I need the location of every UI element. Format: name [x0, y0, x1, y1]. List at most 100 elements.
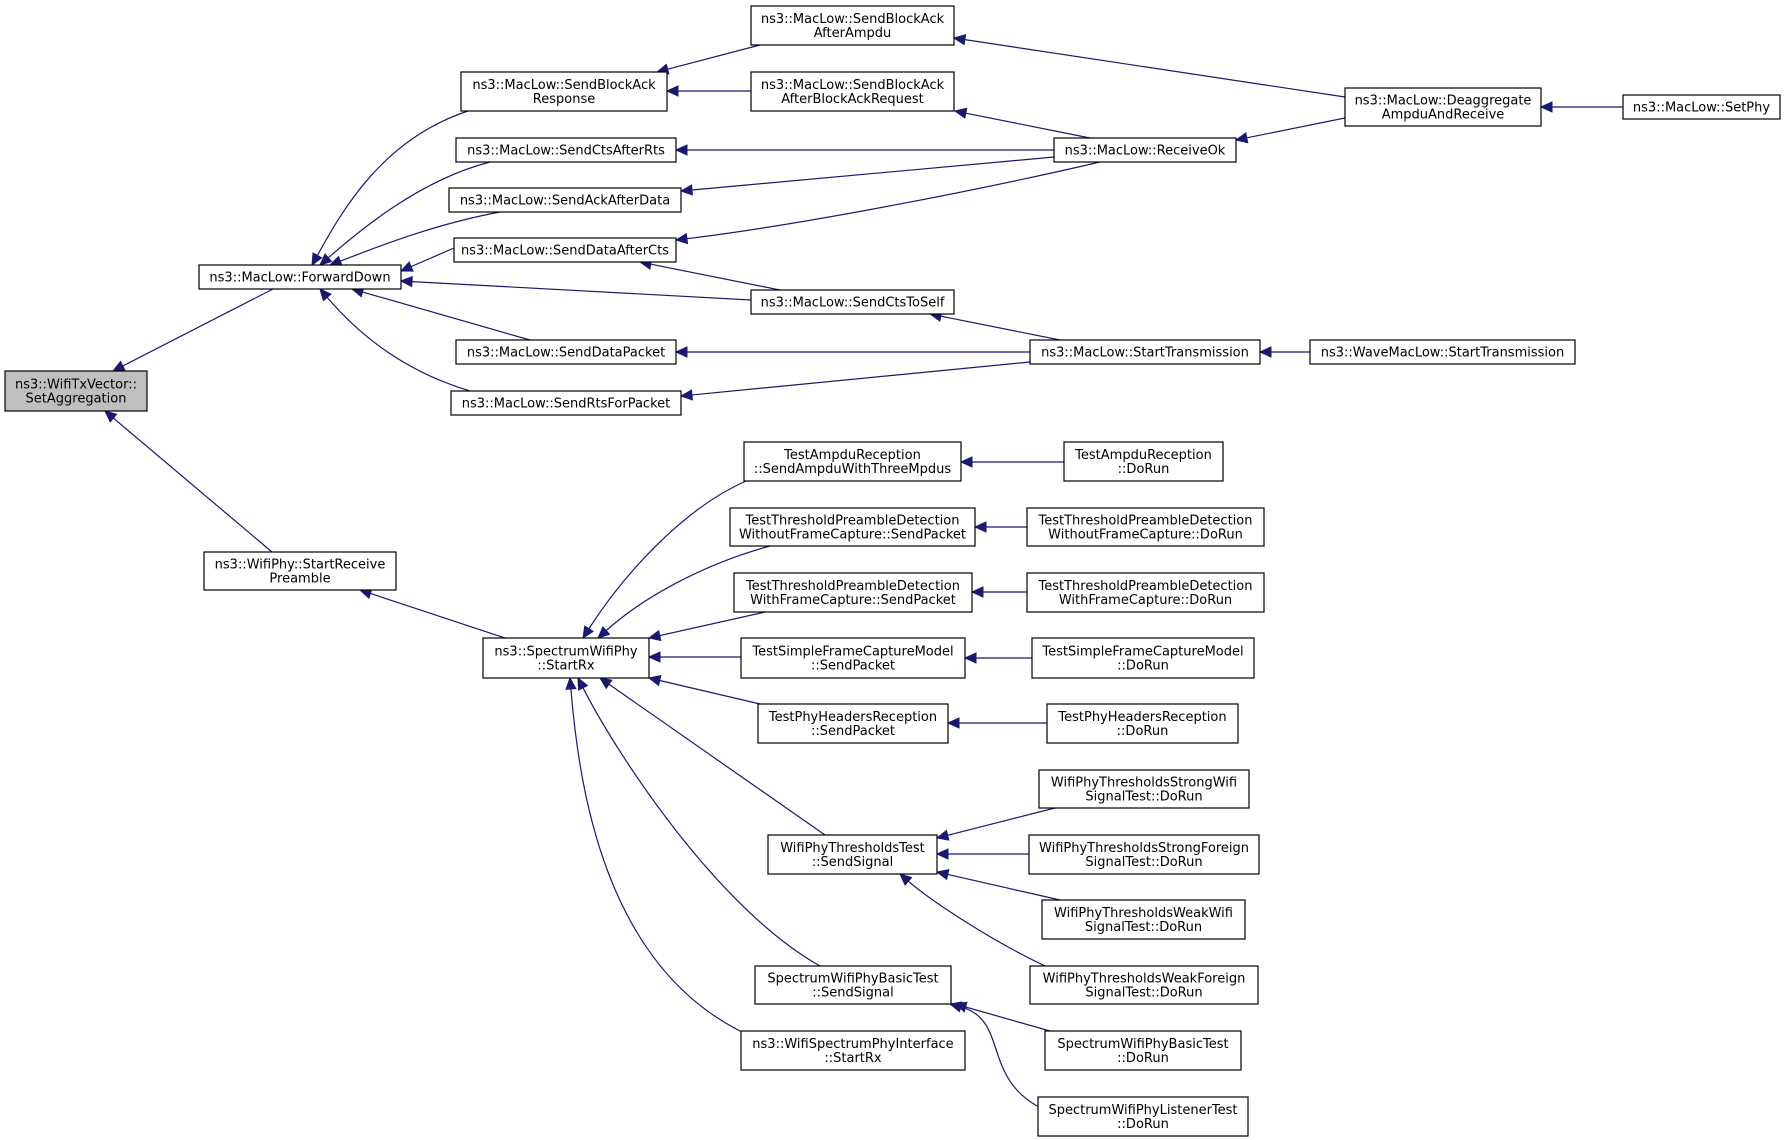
- node-label-line: ::DoRun: [1117, 1051, 1169, 1066]
- node-label-line: WithFrameCapture::DoRun: [1059, 593, 1232, 608]
- node-label-line: ::StartRx: [537, 659, 595, 674]
- node-strongWifi[interactable]: WifiPhyThresholdsStrongWifiSignalTest::D…: [1038, 769, 1250, 809]
- node-threshWithoutSend[interactable]: TestThresholdPreambleDetectionWithoutFra…: [729, 507, 976, 547]
- node-label-line: WithoutFrameCapture::DoRun: [1048, 528, 1243, 543]
- node-box: [1309, 339, 1576, 365]
- edge-strongForeign-to-threshTestSend: [935, 848, 1029, 860]
- node-weakForeign[interactable]: WifiPhyThresholdsWeakForeignSignalTest::…: [1029, 965, 1259, 1005]
- edge-arrowhead: [597, 626, 611, 639]
- node-spectrumStartRx[interactable]: ns3::SpectrumWifiPhy::StartRx: [482, 637, 650, 679]
- node-label-line: ns3::MacLow::ForwardDown: [209, 271, 390, 286]
- node-label-line: ::DoRun: [1117, 724, 1169, 739]
- node-box: [1344, 87, 1542, 127]
- edge-setPhy-to-deaggregate: [1539, 101, 1623, 113]
- node-label-line: ::DoRun: [1117, 1117, 1169, 1132]
- node-label-line: SpectrumWifiPhyListenerTest: [1048, 1103, 1237, 1118]
- node-label-line: ns3::SpectrumWifiPhy: [494, 645, 637, 660]
- node-label-line: TestThresholdPreambleDetection: [1038, 514, 1253, 529]
- edge-arrowhead: [647, 651, 661, 663]
- node-basicSend[interactable]: SpectrumWifiPhyBasicTest::SendSignal: [754, 965, 952, 1005]
- node-box: [455, 339, 677, 365]
- edge-simpleCaptureSend-to-spectrumStartRx: [647, 651, 741, 663]
- edge-weakWifi-to-threshTestSend: [935, 868, 1061, 901]
- node-threshTestSend[interactable]: WifiPhyThresholdsTest::SendSignal: [767, 834, 938, 875]
- edge-sendAckAfterData-to-forwardDown: [328, 211, 501, 267]
- node-strongForeign[interactable]: WifiPhyThresholdsStrongForeignSignalTest…: [1028, 834, 1260, 875]
- node-sendCtsToSelf[interactable]: ns3::MacLow::SendCtsToSelf: [750, 289, 955, 315]
- node-setPhy[interactable]: ns3::MacLow::SetPhy: [1622, 94, 1781, 120]
- edge-line: [410, 247, 455, 268]
- node-label-line: ns3::MacLow::Deaggregate: [1355, 94, 1532, 109]
- node-label-line: TestThresholdPreambleDetection: [1038, 579, 1253, 594]
- node-startTransmission[interactable]: ns3::MacLow::StartTransmission: [1029, 339, 1261, 365]
- node-ifaceStartRx[interactable]: ns3::WifiSpectrumPhyInterface::StartRx: [740, 1030, 966, 1071]
- edge-threshWithSend-to-spectrumStartRx: [647, 611, 766, 642]
- node-sendCtsAfterRts[interactable]: ns3::MacLow::SendCtsAfterRts: [455, 137, 677, 163]
- node-sendDataPacket[interactable]: ns3::MacLow::SendDataPacket: [455, 339, 677, 365]
- node-label-line: ::DoRun: [1117, 659, 1169, 674]
- edge-arrowhead: [582, 625, 595, 640]
- node-label-line: ns3::MacLow::SendRtsForPacket: [462, 397, 671, 412]
- node-root[interactable]: ns3::WifiTxVector::SetAggregation: [4, 370, 148, 412]
- node-box: [754, 965, 952, 1005]
- node-threshWithSend[interactable]: TestThresholdPreambleDetectionWithFrameC…: [733, 572, 973, 613]
- node-sendAckAfterData[interactable]: ns3::MacLow::SendAckAfterData: [448, 187, 682, 213]
- node-listenerDoRun[interactable]: SpectrumWifiPhyListenerTest::DoRun: [1037, 1096, 1249, 1137]
- node-phyHeadersSend[interactable]: TestPhyHeadersReception::SendPacket: [757, 703, 949, 744]
- edge-line: [650, 263, 781, 291]
- node-label-line: WifiPhyThresholdsWeakForeign: [1043, 972, 1246, 987]
- node-ampduSend[interactable]: TestAmpduReception::SendAmpduWithThreeMp…: [743, 441, 962, 482]
- edge-arrowhead: [319, 288, 332, 302]
- node-label-line: ns3::WaveMacLow::StartTransmission: [1321, 346, 1564, 361]
- edge-line: [326, 296, 471, 392]
- node-forwardDown[interactable]: ns3::MacLow::ForwardDown: [198, 264, 402, 290]
- edge-startRecvPreamble-to-root: [104, 410, 273, 553]
- edge-simpleCaptureDoRun-to-simpleCaptureSend: [963, 652, 1032, 664]
- node-box: [1029, 965, 1259, 1005]
- edge-arrowhead: [899, 873, 913, 886]
- node-sendBlockAckAfterBAR[interactable]: ns3::MacLow::SendBlockAckAfterBlockAckRe…: [750, 71, 955, 112]
- edge-line: [960, 1006, 1046, 1111]
- node-sendDataAfterCts[interactable]: ns3::MacLow::SendDataAfterCts: [453, 237, 677, 263]
- edge-arrowhead: [952, 34, 967, 46]
- node-box: [1041, 899, 1246, 940]
- node-box: [1026, 572, 1265, 613]
- edge-arrowhead: [104, 410, 118, 423]
- node-label-line: SignalTest::DoRun: [1085, 920, 1202, 935]
- node-ampduDoRun[interactable]: TestAmpduReception::DoRun: [1063, 441, 1224, 482]
- node-phyHeadersDoRun[interactable]: TestPhyHeadersReception::DoRun: [1046, 703, 1239, 744]
- node-sendRtsForPacket[interactable]: ns3::MacLow::SendRtsForPacket: [450, 390, 682, 416]
- node-waveStartTransmission[interactable]: ns3::WaveMacLow::StartTransmission: [1309, 339, 1576, 365]
- edge-line: [1246, 117, 1346, 139]
- node-basicDoRun[interactable]: SpectrumWifiPhyBasicTest::DoRun: [1044, 1030, 1242, 1071]
- node-label-line: WifiPhyThresholdsTest: [780, 841, 925, 856]
- edge-arrowhead: [674, 232, 689, 245]
- node-label-line: ::SendSignal: [812, 986, 893, 1001]
- node-threshWithDoRun[interactable]: TestThresholdPreambleDetectionWithFrameC…: [1026, 572, 1265, 613]
- node-label-line: ns3::MacLow::SendDataPacket: [467, 346, 665, 361]
- node-receiveOk[interactable]: ns3::MacLow::ReceiveOk: [1053, 137, 1237, 163]
- edge-deaggregate-to-sendBlockAckAfterAmpdu: [952, 34, 1346, 98]
- node-box: [750, 71, 955, 112]
- edge-startTransmission-to-sendDataPacket: [674, 346, 1030, 358]
- edge-arrowhead: [647, 675, 662, 687]
- node-label-line: AfterAmpdu: [814, 26, 892, 41]
- node-label-line: SignalTest::DoRun: [1085, 790, 1202, 805]
- edge-arrowhead: [970, 586, 984, 598]
- node-weakWifi[interactable]: WifiPhyThresholdsWeakWifiSignalTest::DoR…: [1041, 899, 1246, 940]
- node-simpleCaptureDoRun[interactable]: TestSimpleFrameCaptureModel::DoRun: [1031, 637, 1255, 679]
- edge-arrowhead: [674, 144, 688, 156]
- node-simpleCaptureSend[interactable]: TestSimpleFrameCaptureModel::SendPacket: [740, 637, 966, 679]
- edge-spectrumStartRx-to-startRecvPreamble: [358, 588, 506, 639]
- edge-sendBlockAckAfterBAR-to-sendBlockAckResponse: [665, 85, 751, 97]
- node-label-line: ::SendSignal: [812, 855, 893, 870]
- node-box: [203, 551, 397, 591]
- edge-line: [940, 315, 1061, 341]
- edge-threshWithoutSend-to-spectrumStartRx: [597, 545, 771, 639]
- node-threshWithoutDoRun[interactable]: TestThresholdPreambleDetectionWithoutFra…: [1026, 507, 1265, 547]
